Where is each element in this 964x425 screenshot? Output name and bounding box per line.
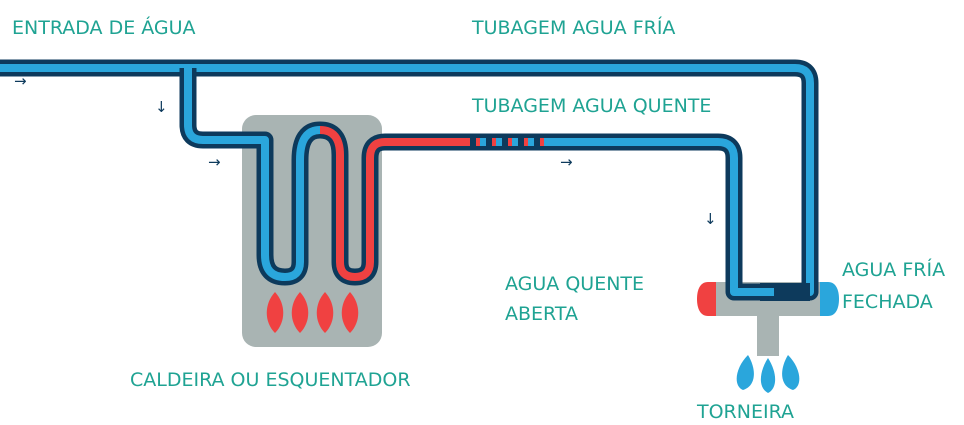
hot-valve-label-line1: AGUA QUENTE <box>505 273 645 295</box>
cold-valve-label-line1: AGUA FRÍA <box>842 259 946 281</box>
flames <box>266 292 359 333</box>
faucet-label: TORNEIRA <box>697 401 795 423</box>
water-drop <box>736 355 754 390</box>
flame <box>266 292 284 333</box>
hot-pipe-label: TUBAGEM AGUA QUENTE <box>472 95 712 117</box>
valve-junction <box>760 283 810 301</box>
hot-flow-arrow-icon: → <box>560 153 573 171</box>
water-drops <box>736 355 800 393</box>
cold-valve-label-line2: FECHADA <box>842 291 933 313</box>
water-drop <box>760 358 776 393</box>
boiler-label: CALDEIRA OU ESQUENTADOR <box>130 369 411 391</box>
inlet-arrow-icon: → <box>14 72 27 90</box>
boiler-inlet-arrow-icon: → <box>208 153 221 171</box>
valve-junction-hot-water <box>738 288 774 296</box>
water-inlet-label: ENTRADA DE ÁGUA <box>12 17 196 39</box>
boiler-feed-pipe-fill <box>184 68 321 281</box>
flame <box>291 292 309 333</box>
faucet-spout <box>757 314 779 356</box>
down-arrow-icon: ↓ <box>155 98 168 116</box>
flame <box>316 292 334 333</box>
hot-valve-cap <box>697 282 716 316</box>
water-drop <box>782 355 800 390</box>
flame <box>341 292 359 333</box>
cold-pipe-label: TUBAGEM AGUA FRÍA <box>472 17 676 39</box>
cold-pipe-fill <box>0 64 814 296</box>
hot-pipe-cooling-fill <box>545 138 760 296</box>
down-arrow-icon: ↓ <box>704 210 717 228</box>
coil-hot-fill <box>319 126 460 281</box>
cold-valve-cap <box>820 282 839 316</box>
hot-valve-label-line2: ABERTA <box>505 303 578 325</box>
